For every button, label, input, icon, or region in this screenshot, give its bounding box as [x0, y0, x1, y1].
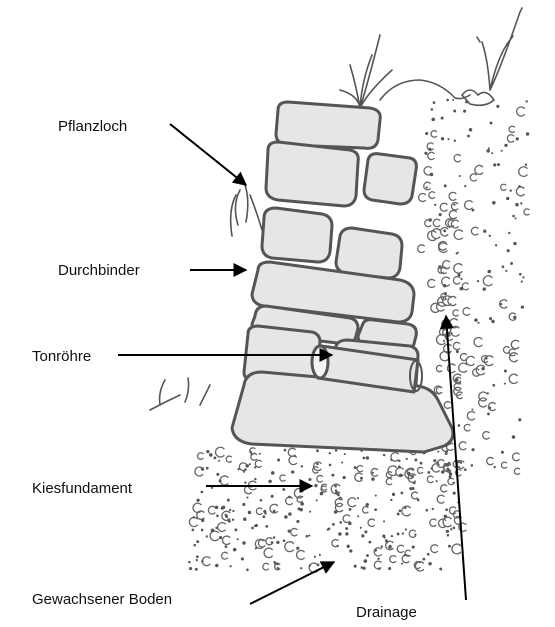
label-tonroehre: Tonröhre: [32, 348, 91, 365]
label-drainage: Drainage: [356, 604, 417, 621]
wall-stones: [232, 102, 453, 452]
label-gewachsener-boden: Gewachsener Boden: [32, 591, 172, 608]
label-durchbinder: Durchbinder: [58, 262, 140, 279]
label-pflanzloch: Pflanzloch: [58, 118, 127, 135]
label-kiesfundament: Kiesfundament: [32, 480, 132, 497]
arrow-pflanzloch: [170, 124, 246, 185]
arrow-drainage: [446, 316, 466, 600]
